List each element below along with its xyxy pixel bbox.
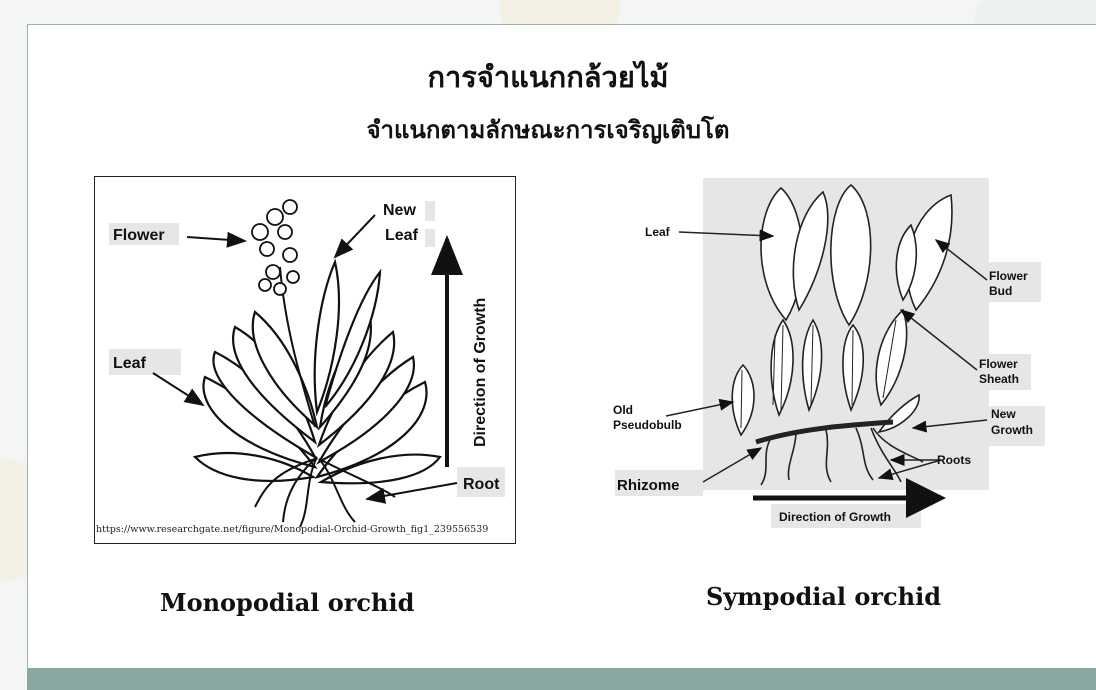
- label-new-growth-1: New: [991, 407, 1016, 421]
- monopodial-diagram: Flower New Leaf Leaf Root Direction of G…: [94, 176, 516, 544]
- label-new-leaf: Leaf: [385, 227, 419, 244]
- label-root: Root: [463, 476, 500, 493]
- monopodial-illustration: Flower New Leaf Leaf Root Direction of G…: [95, 177, 515, 543]
- label-flower-bud-2: Bud: [989, 284, 1012, 298]
- label-direction-of-growth: Direction of Growth: [779, 510, 891, 524]
- slide-title: การจำแนกกล้วยไม้: [0, 54, 1096, 100]
- label-leaf: Leaf: [645, 225, 671, 239]
- label-flower: Flower: [113, 227, 165, 244]
- label-flower-sheath-1: Flower: [979, 357, 1018, 371]
- label-direction-of-growth: Direction of Growth: [472, 298, 489, 447]
- caption-monopodial: Monopodial orchid: [160, 588, 414, 617]
- caption-sympodial: Sympodial orchid: [706, 582, 941, 611]
- label-flower-sheath-2: Sheath: [979, 372, 1019, 386]
- label-rhizome: Rhizome: [617, 477, 680, 494]
- sympodial-diagram: Leaf Flower Bud Flower Sheath Old Pseudo…: [611, 170, 1053, 538]
- label-flower-bud-1: Flower: [989, 269, 1028, 283]
- footer-bar: [27, 668, 1096, 690]
- label-old-pseudobulb-2: Pseudobulb: [613, 418, 682, 432]
- label-roots: Roots: [937, 453, 971, 467]
- sympodial-illustration: Leaf Flower Bud Flower Sheath Old Pseudo…: [611, 170, 1053, 538]
- source-url: https://www.researchgate.net/figure/Mono…: [96, 524, 488, 535]
- label-new: New: [383, 202, 416, 219]
- label-leaf: Leaf: [113, 355, 147, 372]
- label-old-pseudobulb-1: Old: [613, 403, 633, 417]
- label-new-growth-2: Growth: [991, 423, 1033, 437]
- slide-subtitle: จำแนกตามลักษณะการเจริญเติบโต: [0, 110, 1096, 149]
